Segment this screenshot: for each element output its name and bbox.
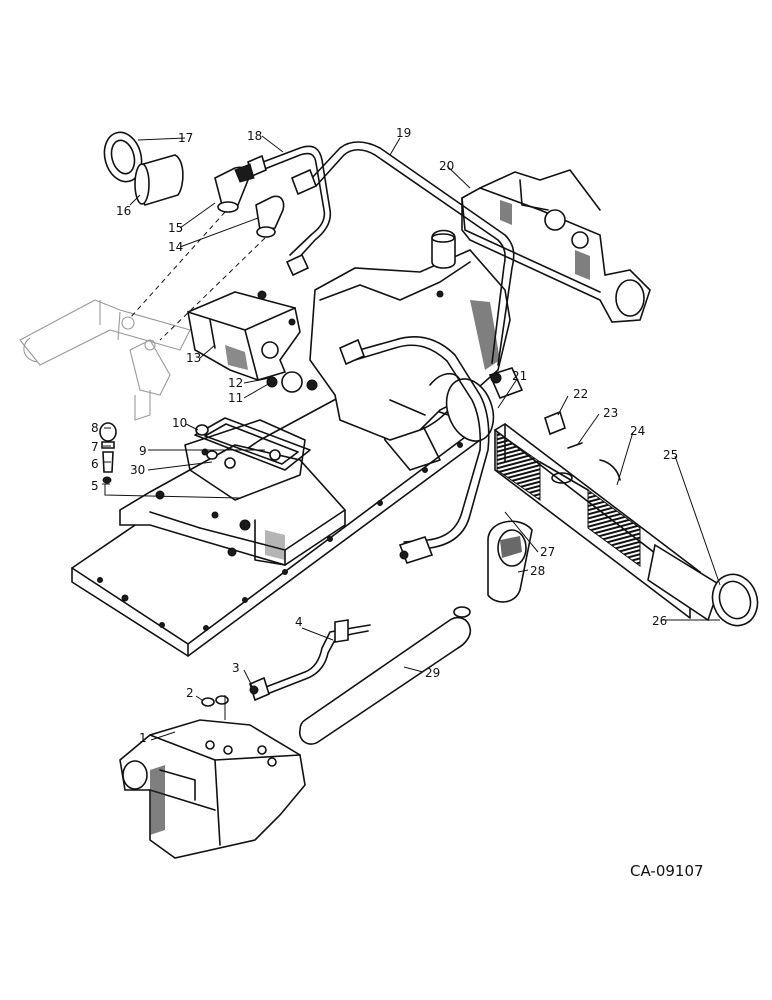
plug-and-pin [544,410,583,449]
callout-16: 16 [116,204,131,218]
bushing-and-seal [647,543,759,627]
callout-7: 7 [91,440,99,454]
callout-1: 1 [139,731,147,745]
callout-9: 9 [139,444,147,458]
callout-10: 10 [172,416,187,430]
callout-19: 19 [396,126,411,140]
fittings [214,154,524,564]
callout-20: 20 [439,159,454,173]
callout-22: 22 [573,387,588,401]
callout-5: 5 [91,479,99,493]
cylinder [298,606,472,745]
callout-13: 13 [186,351,201,365]
callout-24: 24 [630,424,645,438]
callout-numbers: 1 2 3 4 5 6 7 8 9 10 11 12 13 14 15 16 1… [91,126,678,745]
valve-plate [184,419,306,501]
rockshaft-bracket [461,169,651,323]
seal-and-bushing [103,131,184,206]
callout-29: 29 [425,666,440,680]
washers [201,695,229,707]
rockshaft-linkage-faint [19,299,191,421]
callout-2: 2 [186,686,194,700]
callout-3: 3 [232,661,240,675]
valve-body [187,290,301,381]
callout-15: 15 [168,221,183,235]
callout-6: 6 [91,457,99,471]
callout-11: 11 [228,391,243,405]
control-valve-housing [119,719,306,859]
callout-12: 12 [228,376,243,390]
callout-23: 23 [603,406,618,420]
callout-28: 28 [530,564,545,578]
callout-21: 21 [512,369,527,383]
figure-id: CA-09107 [630,862,704,880]
hydraulic-tubes [254,141,515,551]
callout-27: 27 [540,545,555,559]
callout-14: 14 [168,240,183,254]
lift-arm [487,520,533,603]
callout-25: 25 [663,448,678,462]
callout-26: 26 [652,614,667,628]
callout-17: 17 [178,131,193,145]
valve-block [119,399,441,566]
assembly-lines [104,211,266,720]
gasket [194,417,311,471]
callout-30: 30 [130,463,145,477]
rockshaft [493,423,702,619]
breather-cap [431,229,456,269]
callout-18: 18 [247,129,262,143]
callout-4: 4 [295,615,303,629]
leader-lines [102,135,721,741]
callout-8: 8 [91,421,99,435]
